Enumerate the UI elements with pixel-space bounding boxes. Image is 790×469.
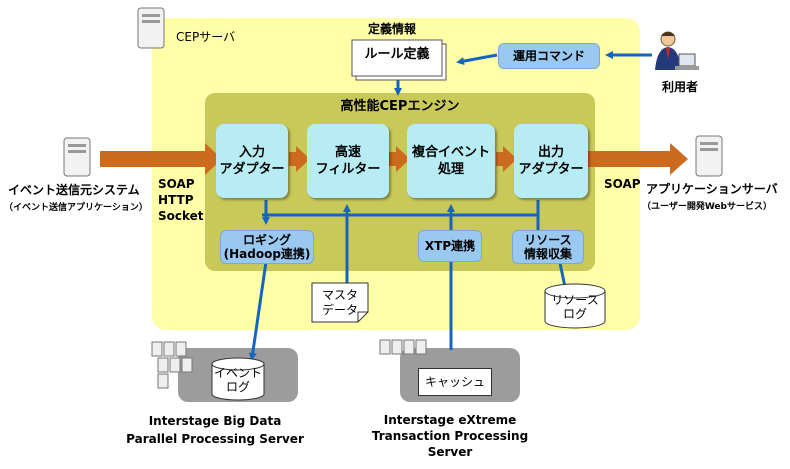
- app-server-sub: （ユーザー開発Webサービス）: [642, 202, 772, 212]
- data-flow-arrows: [100, 143, 688, 175]
- link-lines: [248, 51, 652, 361]
- xtp-link-box: XTP連携: [418, 230, 482, 262]
- cache-label: キャッシュ: [424, 374, 485, 389]
- input-adapter-box: 入力 アダプター: [216, 124, 288, 198]
- app-server-name: アプリケーションサーバ: [646, 182, 778, 196]
- engine-title: 高性能CEPエンジン: [340, 99, 460, 114]
- operation-command-label: 運用コマンド: [512, 49, 585, 63]
- app-server-icon: [695, 135, 723, 177]
- event-source-server-icon: [63, 137, 91, 177]
- xtp-server-label: Interstage eXtreme Transaction Processin…: [371, 413, 529, 459]
- resource-log-label: リソース ログ: [551, 293, 599, 321]
- logging-label: ロギング (Hadoop連携): [223, 233, 311, 261]
- xtp-label: XTP連携: [424, 239, 476, 253]
- rule-definition-label: ルール定義: [364, 47, 430, 62]
- logging-box: ロギング (Hadoop連携): [220, 230, 314, 264]
- rule-document-stack: [351, 39, 447, 81]
- event-input-arrow: [100, 143, 222, 175]
- input-protocols: SOAP HTTP Socket: [158, 177, 204, 223]
- master-data-note: [311, 282, 369, 323]
- input-adapter-label: 入力 アダプター: [219, 145, 285, 177]
- resource-collect-label: リソース 情報収集: [523, 233, 572, 261]
- output-protocol: SOAP: [604, 177, 641, 191]
- resource-log-cylinder: [544, 283, 606, 329]
- flow-arrow-2: [389, 146, 410, 172]
- event-log-cylinder: [211, 357, 265, 401]
- resource-collect-box: リソース 情報収集: [512, 230, 584, 264]
- xtp-server-stack-icon: [379, 339, 427, 355]
- operation-command-button[interactable]: 運用コマンド: [498, 43, 600, 69]
- complex-event-box: 複合イベント 処理: [407, 124, 495, 198]
- user-label: 利用者: [662, 80, 699, 94]
- flow-arrow-3: [496, 146, 517, 172]
- output-adapter-label: 出力 アダプター: [518, 145, 584, 177]
- event-log-label: イベント ログ: [213, 366, 262, 394]
- event-source-sub: （イベント送信アプリケーション）: [4, 203, 148, 213]
- event-source-name: イベント送信元システム: [8, 183, 140, 197]
- flow-arrow-1: [289, 146, 310, 172]
- cep-server-label: CEPサーバ: [176, 30, 236, 44]
- server-icon: [137, 7, 165, 49]
- fast-filter-label: 高速 フィルター: [315, 145, 381, 177]
- definition-info-label: 定義情報: [368, 22, 417, 36]
- user-icon: [655, 31, 699, 70]
- master-data-label: マスタ データ: [321, 288, 358, 317]
- complex-event-label: 複合イベント 処理: [411, 145, 490, 177]
- cache-box: キャッシュ: [418, 368, 492, 396]
- output-adapter-box: 出力 アダプター: [514, 124, 588, 198]
- event-output-arrow: [588, 143, 688, 175]
- bigdata-server-label: Interstage Big Data Parallel Processing …: [126, 414, 304, 446]
- fast-filter-box: 高速 フィルター: [307, 124, 389, 198]
- bigdata-server-stack-icon: [151, 341, 193, 389]
